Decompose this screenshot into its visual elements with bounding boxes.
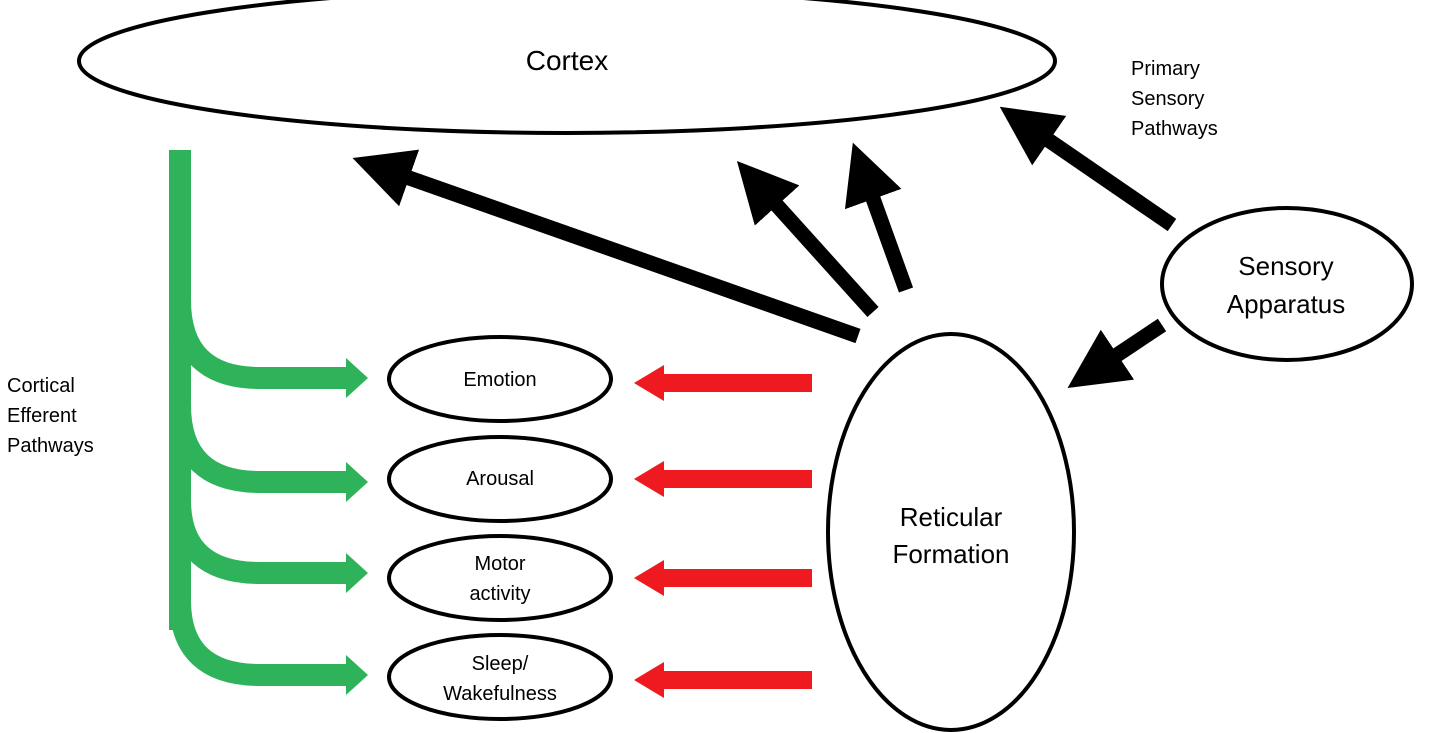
primary-sensory-pathways-label: Primary Sensory Pathways xyxy=(1131,58,1218,140)
sleep-wakefulness-node: Sleep/ Wakefulness xyxy=(387,633,613,721)
svg-text:Sleep/: Sleep/ xyxy=(472,653,529,675)
green-branch-sleep xyxy=(169,599,346,686)
svg-text:Reticular: Reticular xyxy=(900,502,1003,532)
cortex-node: Cortex xyxy=(77,0,1057,135)
svg-text:Wakefulness: Wakefulness xyxy=(443,683,557,705)
cortex-label: Cortex xyxy=(526,45,608,76)
arrow-reticular-to-cortex-right xyxy=(844,142,914,293)
red-arrow-sleep xyxy=(634,662,812,698)
svg-text:Formation: Formation xyxy=(892,539,1009,569)
svg-text:Sensory: Sensory xyxy=(1131,88,1204,110)
green-efferent-pathways xyxy=(169,150,346,686)
svg-text:Pathways: Pathways xyxy=(1131,118,1218,140)
svg-text:Motor: Motor xyxy=(474,553,525,575)
svg-text:activity: activity xyxy=(469,583,530,605)
arrow-reticular-to-cortex-middle xyxy=(736,160,879,318)
cortical-efferent-pathways-label: Cortical Efferent Pathways xyxy=(7,375,94,457)
red-arrow-motor xyxy=(634,560,812,596)
red-arrow-emotion xyxy=(634,365,812,401)
arrow-sensory-to-cortex xyxy=(999,106,1177,232)
sensory-apparatus-node: Sensory Apparatus xyxy=(1160,206,1414,362)
motor-activity-node: Motor activity xyxy=(387,534,613,622)
green-branch-arousal xyxy=(169,404,346,493)
svg-text:Efferent: Efferent xyxy=(7,405,77,427)
arrow-reticular-to-cortex-left xyxy=(352,149,861,344)
svg-text:Emotion: Emotion xyxy=(463,369,536,391)
green-arrowheads xyxy=(346,358,368,695)
green-branch-motor xyxy=(169,499,346,584)
red-arrows xyxy=(634,365,812,698)
svg-text:Primary: Primary xyxy=(1131,58,1200,80)
black-arrows xyxy=(352,106,1177,388)
svg-text:Sensory: Sensory xyxy=(1238,251,1333,281)
arousal-node: Arousal xyxy=(387,435,613,523)
svg-text:Arousal: Arousal xyxy=(466,468,534,490)
svg-text:Pathways: Pathways xyxy=(7,435,94,457)
emotion-node: Emotion xyxy=(387,335,613,423)
red-arrow-arousal xyxy=(634,461,812,497)
svg-text:Apparatus: Apparatus xyxy=(1227,289,1346,319)
green-branch-emotion xyxy=(169,299,346,389)
svg-text:Cortical: Cortical xyxy=(7,375,75,397)
reticular-formation-node: Reticular Formation xyxy=(826,332,1076,732)
arrow-sensory-to-reticular xyxy=(1067,318,1167,388)
